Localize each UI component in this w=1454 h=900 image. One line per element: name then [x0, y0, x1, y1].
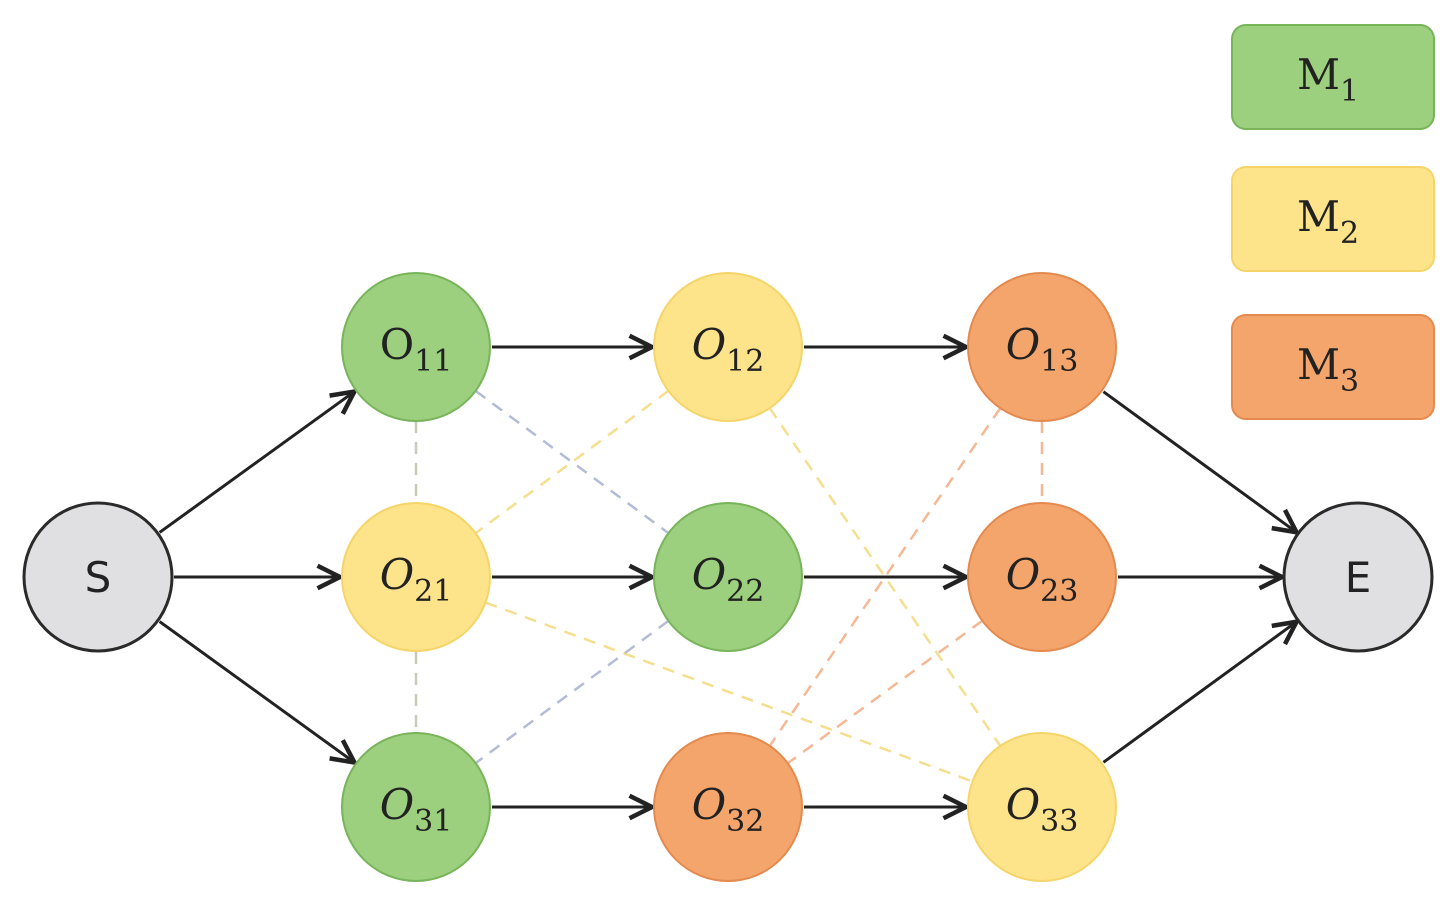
- operation-label: O11: [380, 320, 453, 379]
- operation-label-sub: 32: [726, 804, 764, 839]
- operation-node-o12: O12: [653, 272, 803, 422]
- operation-label-main: O: [380, 320, 414, 369]
- disjunctive-edge-o11-o22: [474, 389, 670, 535]
- operation-circle: [341, 732, 491, 882]
- terminal-circle: [1282, 501, 1434, 653]
- disjunctive-edge-o13-o32: [768, 407, 1002, 747]
- operation-label-sub: 31: [414, 804, 452, 839]
- operation-node-o23: O23: [967, 502, 1117, 652]
- legend-item-m1: M1: [1231, 24, 1435, 130]
- terminal-label: E: [1345, 553, 1372, 602]
- operation-node-o13: O13: [967, 272, 1117, 422]
- legend-item-m3: M3: [1231, 314, 1435, 420]
- terminal-node-e: E: [1282, 501, 1434, 653]
- disjunctive-edge-o23-o32: [786, 619, 984, 765]
- operation-label-main: O: [692, 320, 726, 369]
- legend-label-main: M: [1297, 192, 1340, 241]
- legend-label-sub: 3: [1340, 364, 1359, 399]
- operation-label-sub: 21: [414, 574, 452, 609]
- legend-label: M1: [1297, 50, 1359, 109]
- terminal-circle: [22, 501, 174, 653]
- legend-label-sub: 1: [1340, 74, 1359, 109]
- legend-label-main: M: [1297, 50, 1340, 99]
- operation-label: O22: [692, 550, 765, 609]
- operation-circle: [653, 502, 803, 652]
- disjunctive-edge-o22-o31: [474, 619, 670, 765]
- operation-label: O23: [1006, 550, 1079, 609]
- operation-label-sub: 12: [726, 344, 764, 379]
- operation-label: O13: [1006, 320, 1079, 379]
- operation-node-o21: O21: [341, 502, 491, 652]
- legend-label-sub: 2: [1340, 216, 1359, 251]
- operation-label-main: O: [1006, 320, 1040, 369]
- operation-circle: [967, 732, 1117, 882]
- operation-label-sub: 23: [1040, 574, 1078, 609]
- legend-label: M3: [1297, 340, 1359, 399]
- legend-label-main: M: [1297, 340, 1340, 389]
- operation-node-o31: O31: [341, 732, 491, 882]
- operation-circle: [341, 502, 491, 652]
- operation-label-main: O: [380, 780, 414, 829]
- operation-label-main: O: [1006, 780, 1040, 829]
- legend-swatch: [1231, 314, 1435, 420]
- edge-s-o31: [158, 620, 355, 763]
- terminal-node-s: S: [22, 501, 174, 653]
- operation-label: O21: [380, 550, 453, 609]
- legend-swatch: [1231, 24, 1435, 130]
- operation-circle: [967, 502, 1117, 652]
- edge-o13-e: [1102, 390, 1296, 533]
- operation-circle: [653, 272, 803, 422]
- legend-item-m2: M2: [1231, 166, 1435, 272]
- disjunctive-edge-o12-o33: [768, 407, 1002, 747]
- legend-swatch: [1231, 166, 1435, 272]
- edge-o33-e: [1102, 622, 1296, 764]
- operation-node-o11: O11: [341, 272, 491, 422]
- operation-node-o33: O33: [967, 732, 1117, 882]
- operation-circle: [967, 272, 1117, 422]
- operation-circle: [653, 732, 803, 882]
- operation-label: O33: [1006, 780, 1079, 839]
- disjunctive-edges: [414, 389, 1044, 783]
- operation-label-sub: 33: [1040, 804, 1078, 839]
- disjunctive-edge-o21-o33: [485, 601, 973, 783]
- disjunctive-edge-o12-o21: [474, 389, 670, 535]
- operation-label-main: O: [380, 550, 414, 599]
- edge-s-o11: [158, 392, 355, 534]
- operation-label: O12: [692, 320, 765, 379]
- operation-label-sub: 13: [1040, 344, 1078, 379]
- conjunctive-edges: [158, 347, 1297, 807]
- operation-label-sub: 22: [726, 574, 764, 609]
- terminal-label: S: [85, 553, 112, 602]
- legend-label: M2: [1297, 192, 1359, 251]
- operation-node-o22: O22: [653, 502, 803, 652]
- operation-label-main: O: [692, 780, 726, 829]
- operation-label: O31: [380, 780, 453, 839]
- operation-circle: [341, 272, 491, 422]
- operation-label-sub: 11: [414, 344, 452, 379]
- operation-label-main: O: [1006, 550, 1040, 599]
- operation-node-o32: O32: [653, 732, 803, 882]
- operation-label: O32: [692, 780, 765, 839]
- operation-label-main: O: [692, 550, 726, 599]
